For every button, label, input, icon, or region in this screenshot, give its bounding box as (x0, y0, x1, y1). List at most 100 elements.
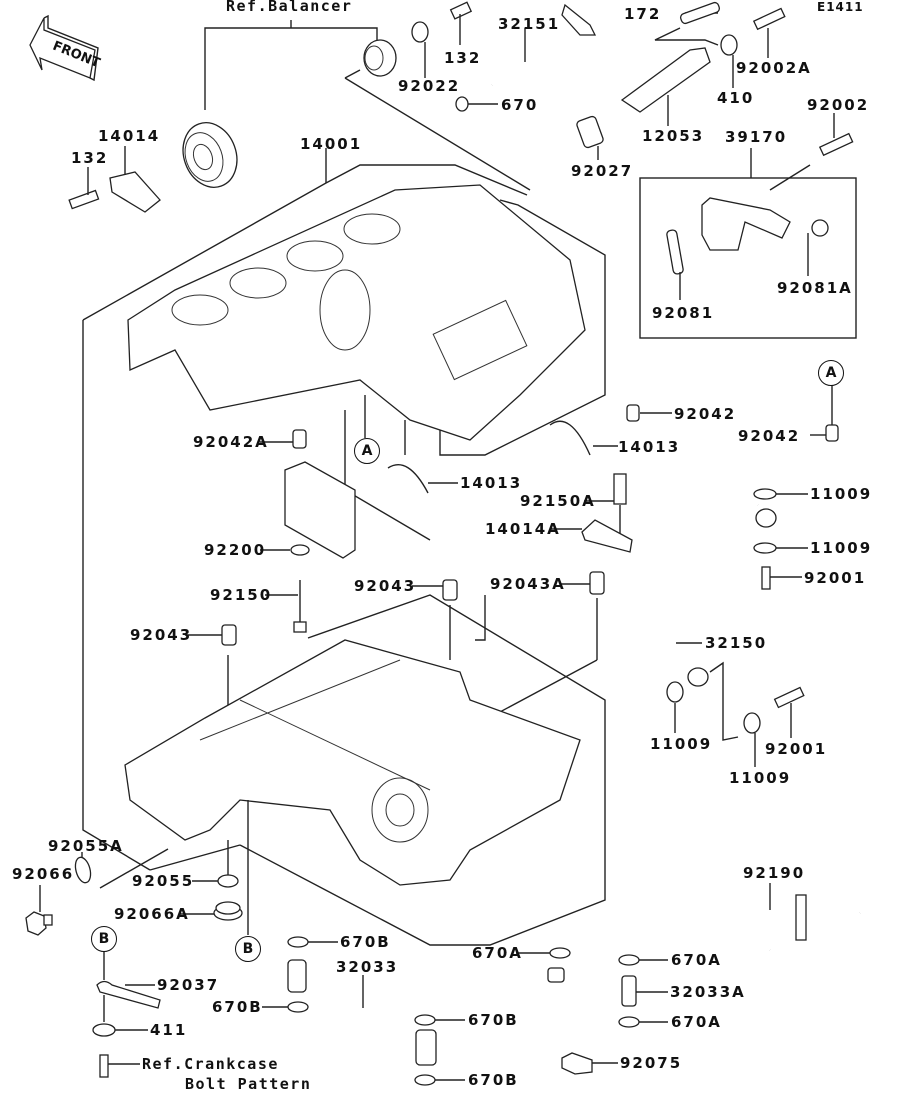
part-label-670[interactable]: 670 (501, 96, 539, 114)
part-label-670A-c[interactable]: 670A (671, 1013, 722, 1031)
part-label-32150[interactable]: 32150 (705, 634, 768, 652)
plug-92066A-icon (213, 901, 243, 921)
crankcase-bolt-icon (99, 1054, 109, 1078)
o-ring-670-icon (455, 96, 469, 112)
bearing-cap-icon (284, 461, 356, 559)
marker-a-right: A (818, 360, 844, 386)
part-label-92200[interactable]: 92200 (204, 541, 267, 559)
part-label-132[interactable]: 132 (444, 49, 482, 67)
pin-172-icon (679, 1, 721, 25)
part-label-14001[interactable]: 14001 (300, 135, 363, 153)
part-label-11009-b[interactable]: 11009 (810, 539, 873, 557)
marker-b-center: B (235, 936, 261, 962)
part-label-92081[interactable]: 92081 (652, 304, 715, 322)
tensioner-assembly-box (639, 177, 857, 339)
o-ring-670A-c-icon (618, 1016, 640, 1028)
thrust-washer-14013-right-icon (549, 420, 591, 456)
part-label-92037[interactable]: 92037 (157, 976, 220, 994)
part-label-92150[interactable]: 92150 (210, 586, 273, 604)
part-label-92066[interactable]: 92066 (12, 865, 75, 883)
part-label-670B-a[interactable]: 670B (340, 933, 391, 951)
dowel-92043-mid-icon (442, 579, 458, 601)
part-label-92027[interactable]: 92027 (571, 162, 634, 180)
ref-bolt-pattern-label: Bolt Pattern (185, 1075, 312, 1093)
o-ring-670B-c-icon (414, 1014, 436, 1026)
part-label-670B-c[interactable]: 670B (468, 1011, 519, 1029)
part-label-92043A[interactable]: 92043A (490, 575, 566, 593)
part-label-11009-d[interactable]: 11009 (729, 769, 792, 787)
part-label-12053[interactable]: 12053 (642, 127, 705, 145)
part-label-92042A[interactable]: 92042A (193, 433, 269, 451)
part-label-14013-right[interactable]: 14013 (618, 438, 681, 456)
part-label-670A-b[interactable]: 670A (671, 951, 722, 969)
part-label-92001-a[interactable]: 92001 (804, 569, 867, 587)
needle-bearing-icon (363, 39, 397, 77)
part-label-32033A[interactable]: 32033A (670, 983, 746, 1001)
bolt-132-icon (449, 1, 473, 20)
part-label-92055A[interactable]: 92055A (48, 837, 124, 855)
part-label-411[interactable]: 411 (150, 1021, 188, 1039)
part-label-14014A[interactable]: 14014A (485, 520, 561, 538)
part-label-92081A[interactable]: 92081A (777, 279, 853, 297)
gasket-11009-a-icon (753, 488, 777, 500)
o-ring-92055A-icon (74, 856, 92, 884)
washer-92200-icon (290, 544, 310, 556)
part-label-172[interactable]: 172 (624, 5, 662, 23)
gasket-11009-b-icon (753, 542, 777, 554)
chain-guide-12053-icon (620, 47, 711, 113)
shaft-32151-icon (491, 3, 597, 87)
part-label-670B-d[interactable]: 670B (468, 1071, 519, 1089)
part-label-39170[interactable]: 39170 (725, 128, 788, 146)
dowel-92042A-icon (292, 429, 307, 449)
o-ring-92055-icon (217, 874, 239, 888)
o-ring-670B-d-icon (414, 1074, 436, 1086)
part-label-92043-left[interactable]: 92043 (130, 626, 193, 644)
part-label-92150A[interactable]: 92150A (520, 492, 596, 510)
o-ring-670B-b-icon (287, 1001, 309, 1013)
drain-plug-92066-icon (25, 911, 53, 936)
part-label-92002A[interactable]: 92002A (736, 59, 812, 77)
part-label-92002[interactable]: 92002 (807, 96, 870, 114)
o-ring-670A-a-icon (549, 947, 571, 959)
part-label-670B-b[interactable]: 670B (212, 998, 263, 1016)
part-label-14013-left[interactable]: 14013 (460, 474, 523, 492)
part-label-14014[interactable]: 14014 (98, 127, 161, 145)
part-label-132-left[interactable]: 132 (71, 149, 109, 167)
part-label-92022[interactable]: 92022 (398, 77, 461, 95)
o-ring-670A-b-icon (618, 954, 640, 966)
part-label-92075[interactable]: 92075 (620, 1054, 683, 1072)
part-label-410[interactable]: 410 (717, 89, 755, 107)
upper-crankcase-14001-icon (127, 184, 586, 441)
oil-pipe-32150-icon (664, 499, 777, 687)
marker-a-left: A (354, 438, 380, 464)
part-label-11009-c[interactable]: 11009 (650, 735, 713, 753)
part-label-92066A[interactable]: 92066A (114, 905, 190, 923)
part-label-92042-mid[interactable]: 92042 (674, 405, 737, 423)
dowel-92042-mid-icon (626, 404, 640, 422)
part-label-92055[interactable]: 92055 (132, 872, 195, 890)
part-label-92190[interactable]: 92190 (743, 864, 806, 882)
plate-14014-icon (109, 171, 161, 213)
part-label-670A-a[interactable]: 670A (472, 944, 523, 962)
part-label-32033[interactable]: 32033 (336, 958, 399, 976)
grommet-92075-icon (561, 1052, 593, 1075)
part-label-92042-right[interactable]: 92042 (738, 427, 801, 445)
front-arrow-icon: FRONT (29, 14, 102, 82)
bolt-92150-icon (293, 621, 307, 633)
spring-92081-icon (666, 229, 684, 275)
spring-92081A-icon (811, 219, 829, 237)
part-label-92001-b[interactable]: 92001 (765, 740, 828, 758)
part-label-32151[interactable]: 32151 (498, 15, 561, 33)
part-label-92043-mid[interactable]: 92043 (354, 577, 417, 595)
breather-hose-92190-icon (756, 894, 862, 953)
strap-92037-icon (96, 980, 161, 1009)
part-label-11009-a[interactable]: 11009 (810, 485, 873, 503)
gasket-11009-c-icon (666, 681, 684, 703)
washer-411-icon (92, 1023, 116, 1037)
marker-b-left: B (91, 926, 117, 952)
lower-crankcase-icon (124, 639, 581, 886)
o-ring-670B-a-icon (287, 936, 309, 948)
bolt-92001-a-icon (761, 566, 771, 590)
balancer-bearing-icon (182, 122, 238, 188)
bolt-92002A-icon (752, 7, 786, 31)
